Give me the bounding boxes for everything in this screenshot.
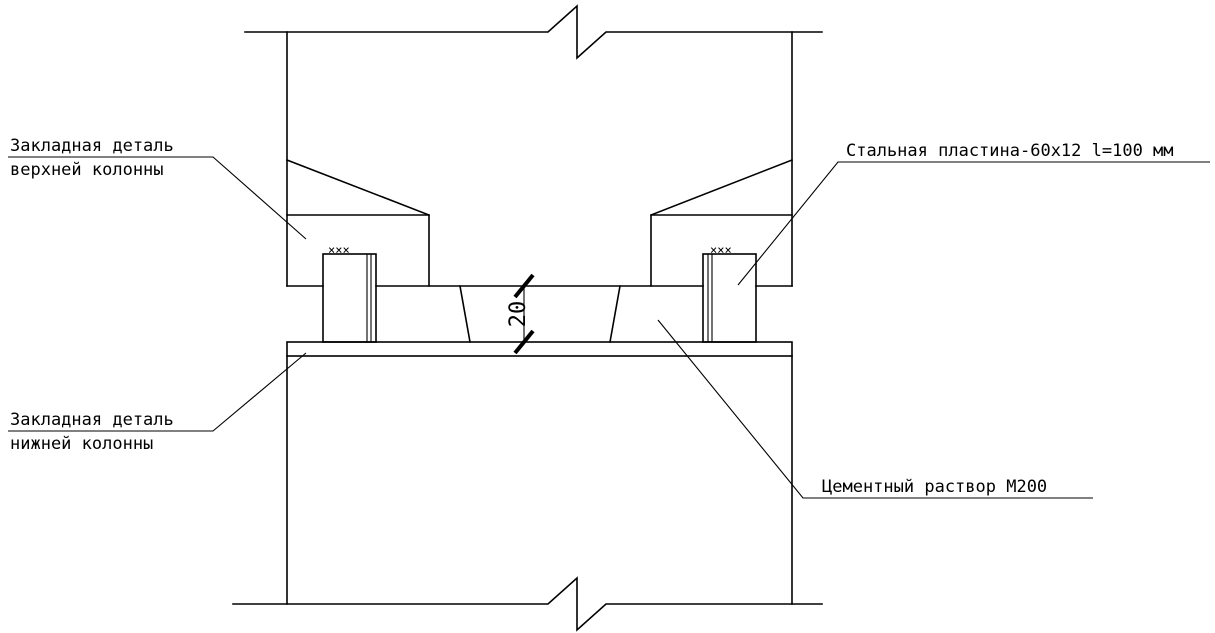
mortar-joint xyxy=(459,285,621,343)
leader-cement-mortar: Цементный раствор М200 xyxy=(657,319,1093,499)
upper-column xyxy=(244,4,823,287)
lower-embed xyxy=(286,341,793,357)
label-upper-embed-line1: Закладная деталь xyxy=(10,136,174,156)
label-upper-embed-line2: верхней колонны xyxy=(10,160,164,180)
label-cement-mortar: Цементный раствор М200 xyxy=(822,477,1047,497)
steel-plate-right xyxy=(702,253,757,343)
lower-break-line xyxy=(232,576,823,632)
weld-mark-left: ××× xyxy=(328,243,350,257)
leader-upper-embed: Закладная деталь верхней колонны xyxy=(8,136,307,240)
gap-dimension-value: 20 xyxy=(506,301,531,328)
upper-embed-right xyxy=(650,158,794,287)
upper-break-line xyxy=(244,4,823,60)
gap-dimension: 20 xyxy=(506,273,535,355)
weld-mark-right: ××× xyxy=(710,243,732,257)
leader-lower-embed: Закладная деталь нижней колонны xyxy=(8,352,307,454)
steel-plate-left xyxy=(322,253,377,343)
label-lower-embed-line2: нижней колонны xyxy=(10,434,153,454)
upper-embed-left xyxy=(285,158,430,287)
label-steel-plate: Стальная пластина-60х12 l=100 мм xyxy=(846,141,1174,161)
label-lower-embed-line1: Закладная деталь xyxy=(10,410,174,430)
leader-steel-plate: Стальная пластина-60х12 l=100 мм xyxy=(737,141,1210,286)
lower-column xyxy=(232,355,823,632)
